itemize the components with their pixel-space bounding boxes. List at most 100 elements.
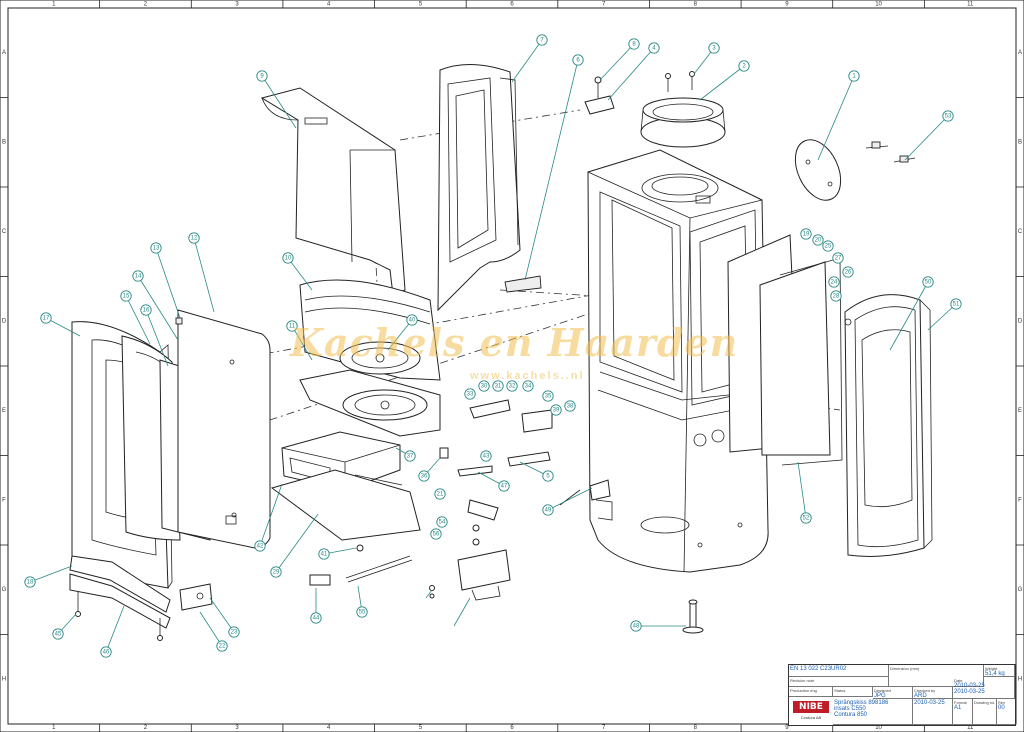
callout-11: 11 (286, 320, 298, 332)
callout-29: 29 (270, 566, 282, 578)
part-bottom-plate (270, 469, 421, 541)
callout-number: 51 (953, 301, 960, 307)
grid-col-label-top: 1 (52, 2, 56, 8)
watermark-url: www.kachels..nl (470, 370, 585, 382)
callout-number: 22 (219, 643, 226, 649)
callout-number: 1 (852, 73, 856, 79)
callout-number: 36 (421, 473, 428, 479)
callout-number: 5 (546, 473, 550, 479)
callout-number: 48 (633, 623, 640, 629)
callout-number: 35 (545, 393, 552, 399)
callout-22: 22 (216, 640, 228, 652)
callout-number: 53 (945, 113, 952, 119)
grid-col-label-top: 5 (419, 2, 423, 8)
callout-number: 40 (409, 317, 416, 323)
callout-35: 35 (542, 390, 554, 402)
tb-production-label: Production eng (790, 688, 817, 693)
callout-39: 39 (550, 404, 562, 416)
tb-checked-label: Checked by (914, 688, 936, 693)
callout-number: 47 (501, 483, 508, 489)
callout-48: 48 (630, 620, 642, 632)
callout-34: 34 (522, 380, 534, 392)
grid-col-label-bottom: 4 (327, 725, 331, 731)
part-round-cover (794, 139, 842, 201)
part-grate-assembly (299, 279, 441, 437)
callout-55: 55 (356, 606, 368, 618)
tb-designed-label: Designed (874, 688, 891, 693)
tb-status-label: Status (834, 688, 846, 693)
grid-col-label-top: 11 (967, 2, 974, 8)
grid-row-label-left: H (2, 676, 6, 682)
grid-col-label-bottom: 10 (875, 725, 882, 731)
callout-number: 2 (742, 63, 746, 69)
callout-number: 50 (925, 279, 932, 285)
callouts: 1234567891011121314151617181920212223242… (24, 34, 962, 658)
tb-production: Production eng (789, 687, 833, 697)
callout-number: 9 (260, 73, 264, 79)
callout-27: 27 (832, 252, 844, 264)
grid-col-label-bottom: 5 (419, 725, 423, 731)
callout-15: 15 (120, 290, 132, 302)
part-bottom-trim (69, 555, 171, 641)
callout-47: 47 (498, 480, 510, 492)
callout-number: 52 (803, 515, 810, 521)
callout-number: 17 (43, 315, 50, 321)
tb-weight: Weight 51,4 kg (984, 665, 1015, 677)
tb-check-date-value: 2010-03-25 (954, 689, 985, 695)
callout-12: 12 (188, 232, 200, 244)
grid-col-label-bottom: 7 (602, 725, 606, 731)
grid-row-label-right: E (1018, 408, 1022, 414)
tb-drawing-name: Sprängskiss 898186 insats C550 Contura 8… (833, 699, 913, 725)
callout-2: 2 (738, 60, 750, 72)
tb-checked-value: ARD (914, 693, 927, 699)
callout-number: 37 (407, 453, 414, 459)
callout-number: 24 (831, 279, 838, 285)
callout-number: 16 (143, 307, 150, 313)
callout-number: 6 (576, 57, 580, 63)
part-door-frame (437, 63, 521, 312)
grid-row-label-left: E (2, 408, 6, 414)
part-side-glass (727, 234, 843, 466)
callout-44: 44 (310, 612, 322, 624)
callout-21: 21 (434, 488, 446, 500)
grid-col-label-bottom: 9 (785, 725, 789, 731)
part-small-plate (504, 275, 542, 293)
grid-col-label-bottom: 2 (144, 725, 148, 731)
callout-45: 45 (52, 628, 64, 640)
callout-20: 20 (812, 234, 824, 246)
callout-32: 32 (506, 380, 518, 392)
tb-designed: Designed JPG (873, 687, 913, 699)
grid-row-label-right: A (1018, 50, 1022, 56)
callout-number: 21 (437, 491, 444, 497)
grid-row-label-left: G (2, 587, 7, 593)
callout-number: 46 (103, 649, 110, 655)
brand-logo-mark: NIBE (793, 701, 829, 713)
callout-51: 51 (950, 298, 962, 310)
grid-col-label-bottom: 3 (235, 725, 239, 731)
callout-41: 41 (318, 548, 330, 560)
grid-row-label-left: D (2, 318, 7, 324)
tb-checked: Checked by ARD (913, 687, 953, 699)
callout-number: 30 (481, 383, 488, 389)
tb-rev-label: Rev (998, 700, 1006, 705)
leader-lines (29, 39, 957, 653)
grid-row-label-left: B (2, 139, 6, 145)
callout-43: 43 (480, 450, 492, 462)
grid-row-label-left: C (2, 229, 7, 235)
tb-drawing-no-label: Drawing no. (974, 700, 996, 705)
grid-col-label-bottom: 8 (694, 725, 698, 731)
callout-36: 36 (418, 470, 430, 482)
part-adjustable-foot (682, 599, 704, 634)
callout-56: 56 (430, 528, 442, 540)
callout-number: 27 (835, 255, 842, 261)
callout-number: 10 (285, 255, 292, 261)
part-stove-body (587, 149, 769, 573)
callout-24: 24 (828, 276, 840, 288)
callout-number: 14 (135, 273, 142, 279)
part-flue-collar (640, 97, 726, 148)
tb-date: Date 2010-03-25 2010-03-25 (953, 677, 1015, 699)
grid-col-label-bottom: 1 (52, 725, 56, 731)
tb-drawing-name-3: Contura 850 (834, 712, 868, 718)
tb-revision-note-label: Revision note (790, 678, 815, 683)
tb-format: Format A1 (953, 699, 973, 725)
